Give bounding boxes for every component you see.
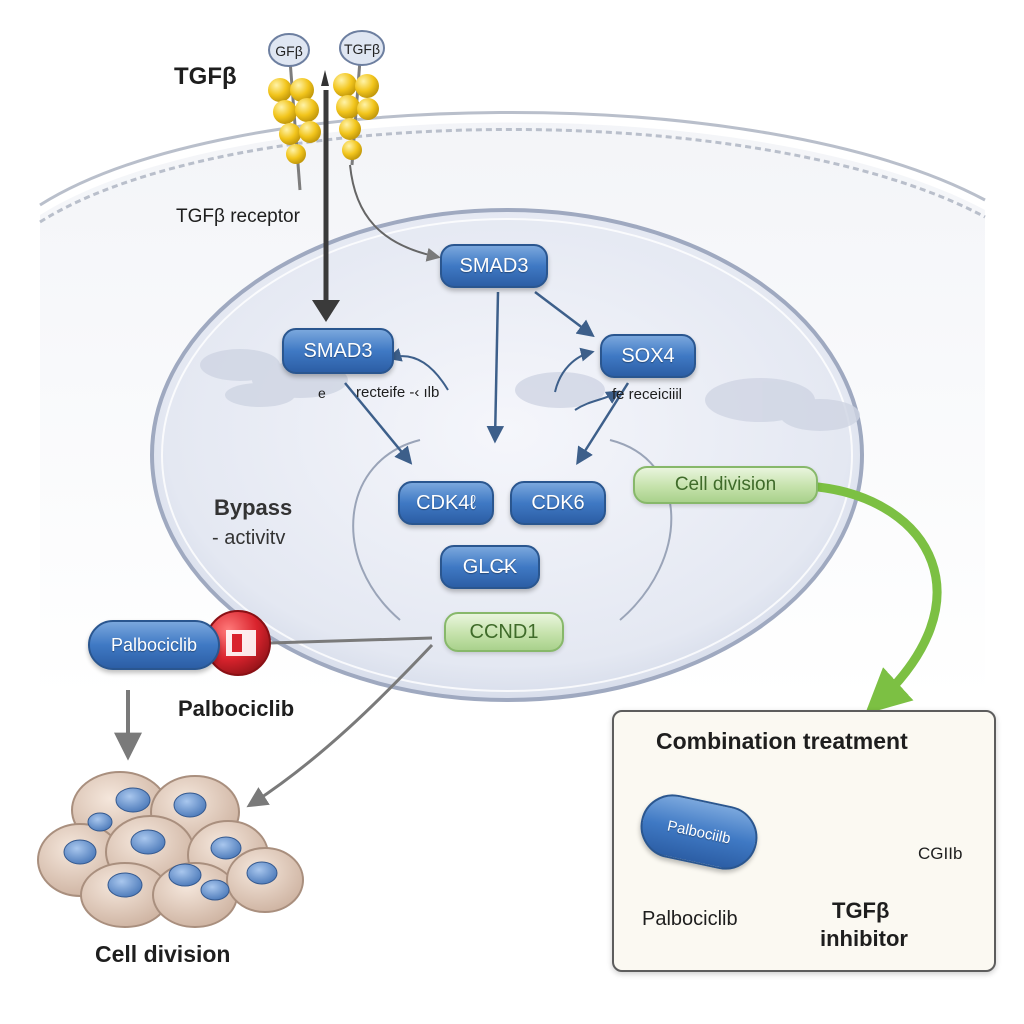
palbociclib-pill[interactable]: Palbociclib [88, 620, 220, 670]
plasma-membrane-inner [39, 128, 986, 224]
tgfb-receptor-label: TGFβ receptor [176, 206, 300, 227]
ligand-drop [321, 70, 329, 86]
arrow-smad3-left-to-cdk4 [344, 382, 413, 465]
inhibitor-line2: inhibitor [820, 926, 908, 951]
arrowhead-receptor-to-smad3-left [312, 300, 340, 322]
complex-arc [352, 439, 673, 621]
combination-drug-label: Palbociclib [642, 908, 738, 930]
bypass-activity-label: - activitv [212, 527, 286, 549]
inhibitor-line1: TGFβ [832, 898, 890, 923]
palbociclib-inhibition-line [269, 636, 433, 645]
sox4-node[interactable]: SOX4 [600, 334, 696, 378]
vial-tag: CGIIb [918, 844, 963, 863]
palbociclib-label: Palbociclib [178, 696, 295, 721]
tgfb-receptor-left [268, 59, 321, 191]
nucleus-inner-rim [161, 218, 853, 692]
ligand-left [268, 33, 310, 67]
tgfb-ligand-label: TGFβ [174, 63, 237, 90]
blocked-red-circle-icon [205, 610, 271, 676]
feedback-arrow-left [387, 348, 449, 391]
cdk4-node[interactable]: CDK4ℓ [398, 481, 494, 525]
feedback-arrow-right-lower [574, 390, 621, 411]
arrow-ccnd1-to-cells [246, 643, 434, 808]
cell-division-tag[interactable]: Cell division [633, 466, 818, 504]
arrow-smad3-top-to-complex [486, 291, 505, 444]
glck-node[interactable]: GLC̶K [440, 545, 540, 589]
cell-division-bottom-label: Cell division [95, 941, 231, 967]
ligand-tag-right: TGFβ [344, 41, 380, 57]
arrow-smad3-top-to-sox4 [534, 291, 595, 338]
tgfb-receptor-right [333, 59, 379, 166]
ligand-tag-left: GFβ [275, 43, 303, 59]
bypass-label: Bypass [214, 495, 293, 520]
plasma-membrane-outer [39, 111, 986, 207]
feedback-arrow-right [554, 347, 595, 393]
ccnd1-node[interactable]: CCND1 [444, 612, 564, 652]
right-annotation: fe receiciiil [612, 386, 683, 403]
ligand-right [339, 30, 385, 66]
arrow-cell-division-to-combination [813, 482, 942, 715]
combination-treatment-panel: Combination treatment Palbociilb Palboci… [612, 710, 996, 972]
cell-cluster-icon [37, 771, 304, 928]
left-annotation: recteife -‹ ılb [356, 384, 440, 401]
cdk6-node[interactable]: CDK6 [510, 481, 606, 525]
arrow-receptor-to-smad3-top [349, 164, 441, 262]
smad3-top-node[interactable]: SMAD3 [440, 244, 548, 288]
combination-drug-pill[interactable]: Palbociilb [634, 788, 764, 876]
right-annotation-prefix: e [318, 385, 326, 401]
combination-title: Combination treatment [656, 728, 908, 754]
chromatin-right [515, 372, 860, 431]
smad3-left-node[interactable]: SMAD3 [282, 328, 394, 374]
